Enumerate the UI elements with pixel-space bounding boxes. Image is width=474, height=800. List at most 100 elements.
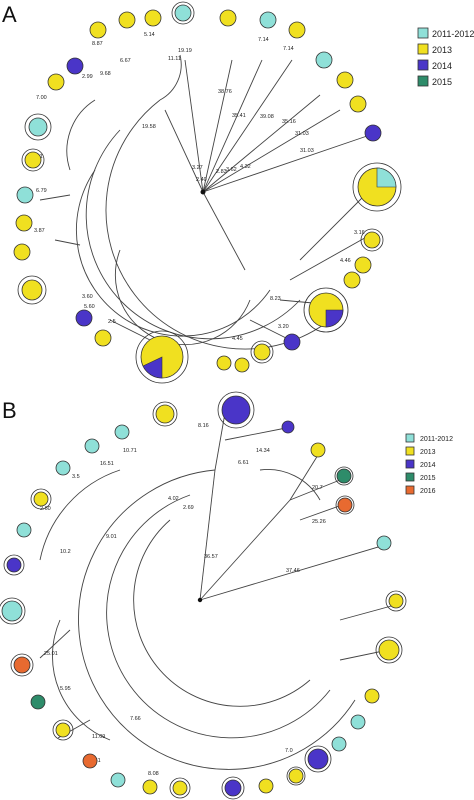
leaf-b-14 bbox=[388, 593, 404, 609]
tree-a-arc-4 bbox=[159, 54, 182, 101]
tree-a-branch-3 bbox=[202, 59, 293, 193]
leaf-b-1 bbox=[221, 395, 251, 425]
leaf-a-8 bbox=[336, 71, 354, 89]
tree-b-root bbox=[197, 597, 203, 603]
cluster-ring-b-9 bbox=[10, 653, 34, 677]
br-a-8: 6.67 bbox=[120, 58, 131, 64]
cluster-ring-b-13 bbox=[169, 777, 191, 799]
br-a-5: 31.03 bbox=[295, 131, 309, 137]
panel-b: B 2011-2012 2013 2014 2015 2016 bbox=[0, 391, 453, 800]
leaf-a-18 bbox=[21, 279, 43, 301]
legend-a-label-3: 2015 bbox=[432, 77, 452, 87]
cluster-ring-b-12 bbox=[286, 766, 306, 786]
legend-b-label-1: 2013 bbox=[420, 449, 436, 456]
tree-b-branch-3 bbox=[289, 454, 319, 501]
br-b-3: 10.71 bbox=[123, 448, 137, 454]
cluster-ring-a-6 bbox=[303, 287, 349, 333]
br-a-16: 19.58 bbox=[142, 124, 156, 130]
br-a-27: 3.16 bbox=[354, 230, 365, 236]
leaf-a-5 bbox=[259, 11, 277, 29]
leaf-b-7 bbox=[336, 468, 352, 484]
panel-a-letter: A bbox=[2, 2, 17, 27]
tree-b-branch-5 bbox=[299, 504, 343, 521]
br-a-32: 2.5 bbox=[108, 319, 116, 325]
leaf-a-29 bbox=[363, 231, 381, 249]
br-b-8: 25.26 bbox=[312, 519, 326, 525]
tree-a-branch-12 bbox=[249, 319, 291, 341]
leaf-a-30-slice bbox=[376, 167, 397, 188]
tree-a-arc-2 bbox=[76, 169, 271, 337]
leaf-b-21 bbox=[331, 736, 347, 752]
tree-b-arc-4 bbox=[52, 619, 111, 741]
br-a-18: 2.40 bbox=[196, 177, 207, 183]
leaf-b-9 bbox=[337, 497, 353, 513]
leaf-b-13 bbox=[1, 600, 23, 622]
br-b-2: 14.34 bbox=[256, 448, 270, 454]
tree-a-root bbox=[200, 189, 206, 195]
br-b-9: 2.60 bbox=[40, 506, 51, 512]
br-a-29: 4.45 bbox=[232, 336, 243, 342]
leaves-a bbox=[13, 1, 402, 384]
leaf-a-27 bbox=[343, 271, 361, 289]
tree-a-branch-9 bbox=[299, 189, 371, 261]
legend-b-swatch-1 bbox=[405, 446, 415, 456]
tree-a-branch-4 bbox=[202, 94, 321, 193]
br-a-11: 7.14 bbox=[258, 37, 269, 43]
br-a-28: 8.23 bbox=[270, 296, 281, 302]
br-b-6: 4.02 bbox=[168, 496, 179, 502]
tree-a-branch-5 bbox=[202, 109, 341, 193]
leaf-b-19 bbox=[350, 714, 366, 730]
tree-b bbox=[39, 412, 396, 770]
cluster-ring-a-0 bbox=[171, 1, 195, 25]
br-a-15: 2.99 bbox=[82, 74, 93, 80]
branch-labels-b: 8.16 6.61 14.34 10.71 16.51 2.69 4.02 20… bbox=[40, 423, 326, 777]
tree-a-arc-5 bbox=[66, 99, 96, 171]
leaf-a-2 bbox=[174, 4, 192, 22]
tree-b-arc-3 bbox=[39, 469, 121, 561]
tree-b-branch-6 bbox=[214, 412, 226, 471]
leaf-b-0 bbox=[155, 404, 175, 424]
br-b-10: 36.57 bbox=[204, 554, 218, 560]
cluster-ring-a-8 bbox=[352, 162, 402, 212]
cluster-ring-b-7 bbox=[385, 590, 407, 612]
br-b-20: 5.95 bbox=[60, 686, 71, 692]
leaf-a-25 bbox=[283, 333, 301, 351]
legend-a-swatch-1 bbox=[417, 43, 429, 55]
leaf-a-7 bbox=[315, 51, 333, 69]
leaf-a-23 bbox=[234, 357, 250, 373]
br-a-25: 5.60 bbox=[84, 304, 95, 310]
tree-a-branch-14 bbox=[54, 239, 81, 246]
cluster-ring-b-8 bbox=[375, 636, 403, 664]
tree-a-branch-15 bbox=[39, 194, 71, 201]
tree-b-arc-outer bbox=[78, 469, 356, 770]
leaf-a-16 bbox=[15, 214, 33, 232]
leaf-b-25 bbox=[110, 772, 126, 788]
br-a-4: 35.16 bbox=[282, 119, 296, 125]
tree-a bbox=[39, 54, 371, 350]
cluster-ring-a-2 bbox=[21, 148, 45, 172]
legend-b-swatch-4 bbox=[405, 485, 415, 495]
tree-b-branch-4 bbox=[289, 479, 341, 501]
tree-b-branch-2 bbox=[199, 499, 291, 601]
leaf-a-26-slice bbox=[325, 309, 344, 328]
br-a-14: 7.00 bbox=[36, 95, 47, 101]
br-a-20: 3.62 bbox=[226, 167, 237, 173]
leaf-a-21-slice bbox=[142, 356, 163, 379]
tree-b-arc-1 bbox=[106, 494, 331, 739]
leaf-b-6 bbox=[55, 460, 71, 476]
br-a-21: 4.32 bbox=[240, 164, 251, 170]
cluster-ring-a-7 bbox=[360, 228, 384, 252]
leaf-a-10 bbox=[364, 124, 382, 142]
leaf-b-20 bbox=[55, 722, 71, 738]
br-a-17: 3.27 bbox=[192, 165, 203, 171]
leaf-b-8 bbox=[33, 491, 49, 507]
leaf-b-4 bbox=[84, 438, 100, 454]
br-a-30: 3.20 bbox=[278, 324, 289, 330]
tree-a-branch-2 bbox=[202, 59, 263, 193]
cluster-ring-a-5 bbox=[250, 340, 274, 364]
br-a-2: 35.41 bbox=[232, 113, 246, 119]
leaves-b bbox=[0, 391, 407, 800]
br-b-7: 20.7 bbox=[312, 485, 323, 491]
tree-b-branch-1 bbox=[199, 544, 386, 601]
